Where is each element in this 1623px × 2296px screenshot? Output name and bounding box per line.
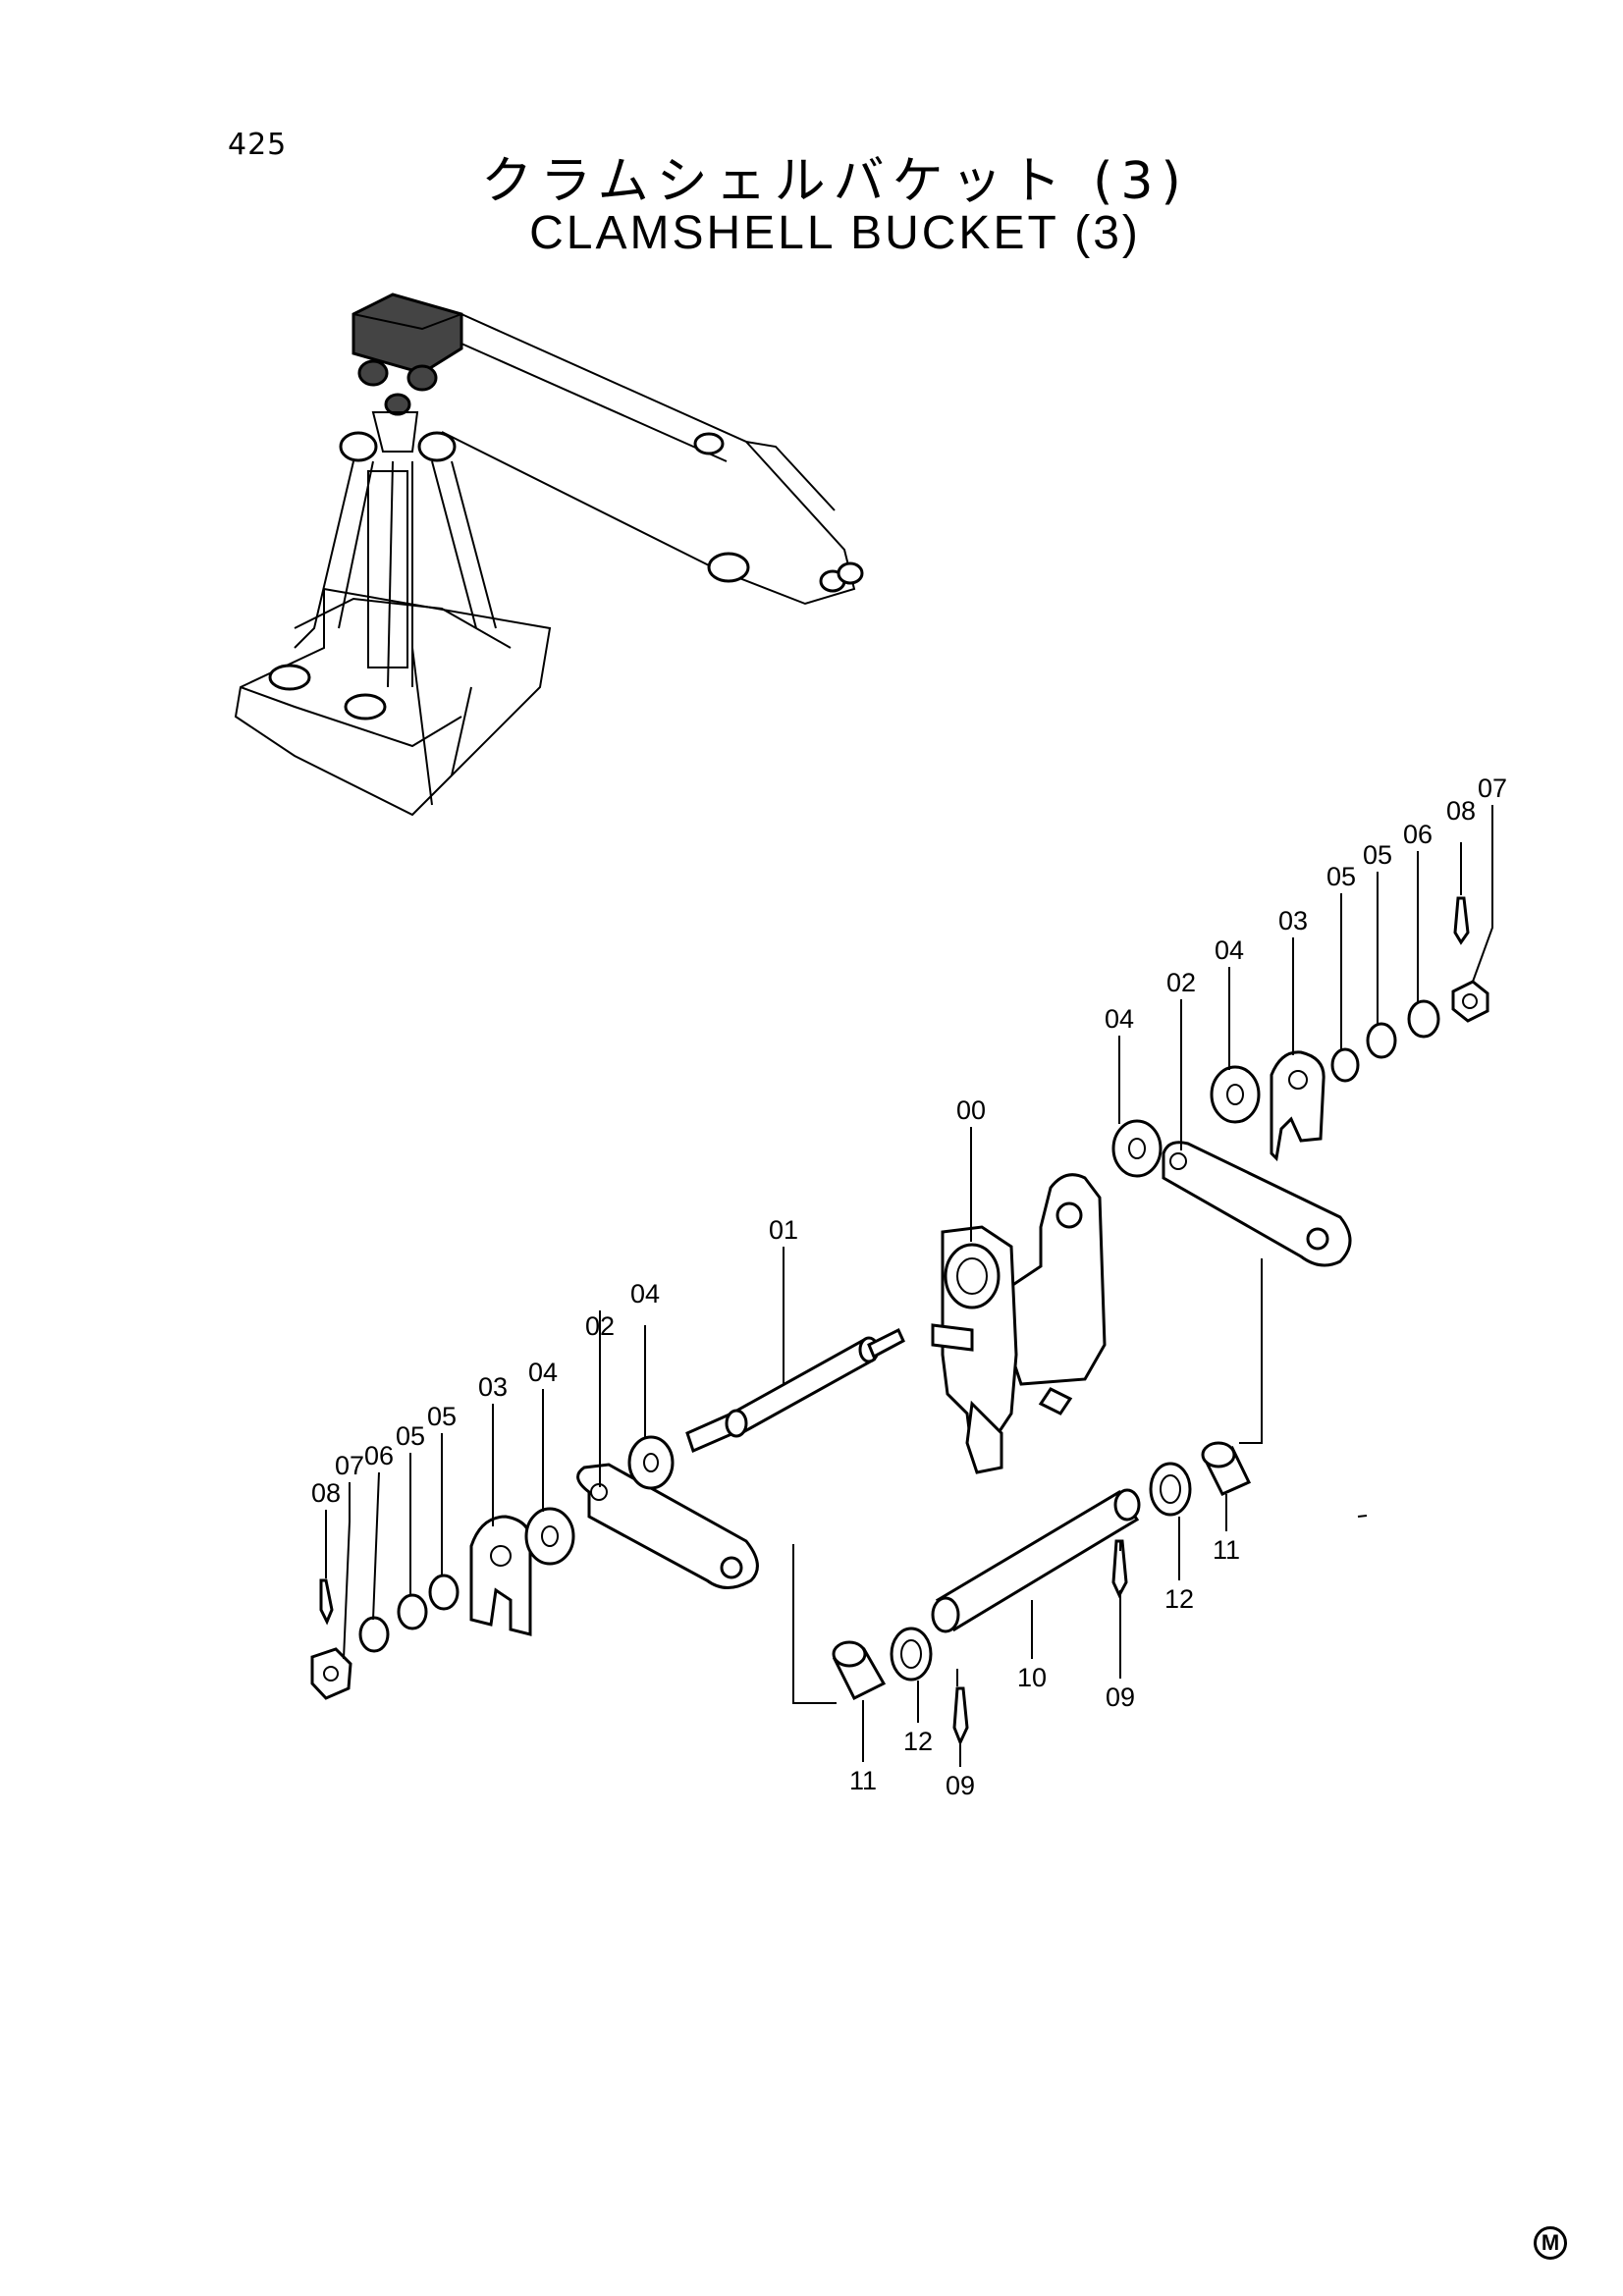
- washer-hole: [900, 1639, 922, 1669]
- part-04-washer-right-outer: [1210, 1065, 1261, 1124]
- callout-01: 01: [769, 1215, 798, 1245]
- callout-10: 10: [1017, 1663, 1047, 1692]
- callout-04-right-inner: 04: [1105, 1004, 1134, 1034]
- assembly-line-left: [792, 1544, 837, 1704]
- callout-09-left: 09: [946, 1771, 975, 1800]
- stray-mark: [1357, 1515, 1368, 1518]
- part-12-washer-right: [1149, 1462, 1192, 1517]
- callout-08-left: 08: [311, 1478, 341, 1508]
- part-04-washer-left-inner: [627, 1435, 675, 1490]
- part-00-bracket: [931, 1173, 1107, 1474]
- bucket-body-drawing: [234, 411, 552, 817]
- washer-hole: [1226, 1084, 1244, 1105]
- callout-07-left: 07: [335, 1451, 364, 1480]
- part-01-pin: [685, 1327, 905, 1454]
- callout-02-right: 02: [1166, 968, 1196, 997]
- washer-hole: [1128, 1138, 1146, 1159]
- callout-00: 00: [956, 1095, 986, 1125]
- part-06-washer-left: [358, 1616, 390, 1653]
- callout-11-right: 11: [1213, 1535, 1240, 1565]
- highlighted-hanger-drawing: [352, 293, 463, 416]
- circled-m-mark: M: [1534, 2226, 1567, 2260]
- part-05-washer-right-a: [1330, 1047, 1360, 1083]
- part-08-cotter-pin-right: [1453, 896, 1470, 945]
- callout-04-left-outer: 04: [528, 1358, 558, 1387]
- page-number: 425: [228, 128, 288, 162]
- exploded-parts: [310, 896, 1489, 1746]
- part-06-washer-right: [1407, 999, 1440, 1039]
- part-04-washer-right-inner: [1111, 1119, 1163, 1178]
- part-03-plate-left: [469, 1515, 533, 1636]
- part-09-cotter-pin-left: [952, 1686, 969, 1746]
- part-02-link-right: [1162, 1141, 1352, 1267]
- part-08-cotter-pin-left: [319, 1578, 334, 1626]
- part-07-nut-right: [1451, 980, 1489, 1023]
- leader-lines: [325, 805, 1493, 1767]
- part-02-link-left: [576, 1463, 759, 1589]
- washer-hole: [541, 1525, 559, 1547]
- overview-machine-illustration: [234, 293, 864, 817]
- callout-11-left: 11: [849, 1766, 877, 1795]
- callout-09-right: 09: [1106, 1682, 1135, 1712]
- page-title-japanese: クラムシェルバケット (3): [481, 152, 1189, 211]
- callout-12-right: 12: [1164, 1584, 1194, 1614]
- page-title-english: CLAMSHELL BUCKET (3): [529, 207, 1141, 259]
- callout-12-left: 12: [903, 1727, 933, 1756]
- callout-05-left-a: 05: [427, 1402, 457, 1431]
- callout-08-right: 08: [1446, 796, 1476, 826]
- callout-04-left-inner: 04: [630, 1279, 660, 1308]
- part-03-plate-right: [1270, 1050, 1325, 1162]
- assembly-line-right: [1239, 1258, 1263, 1444]
- part-11-bushing-left: [832, 1640, 887, 1701]
- callout-06-right: 06: [1403, 820, 1433, 849]
- callout-03-right: 03: [1278, 906, 1308, 935]
- washer-hole: [1160, 1474, 1181, 1504]
- callout-05-left-b: 05: [396, 1421, 425, 1451]
- washer-hole: [643, 1453, 659, 1472]
- callout-02-left: 02: [585, 1311, 615, 1341]
- callout-05-right-a: 05: [1326, 862, 1356, 891]
- part-05-washer-left-a: [428, 1574, 460, 1611]
- callout-07-right: 07: [1478, 774, 1507, 803]
- part-07-castle-nut-left: [310, 1647, 352, 1700]
- part-11-bushing-right: [1201, 1441, 1252, 1496]
- part-05-washer-left-b: [397, 1593, 428, 1630]
- callout-labels: 00 01 02 02 03 03 04 04 04 04 05 05 05 0…: [311, 774, 1507, 1800]
- callout-03-left: 03: [478, 1372, 508, 1402]
- part-10-lower-pin: [931, 1488, 1141, 1633]
- boom-arm-drawing: [441, 313, 864, 606]
- part-12-washer-left: [890, 1627, 933, 1682]
- callout-06-left: 06: [364, 1441, 394, 1470]
- part-04-washer-left-outer: [524, 1507, 575, 1566]
- callout-05-right-b: 05: [1363, 840, 1392, 870]
- part-05-washer-right-b: [1366, 1022, 1397, 1059]
- callout-04-right-outer: 04: [1215, 935, 1244, 965]
